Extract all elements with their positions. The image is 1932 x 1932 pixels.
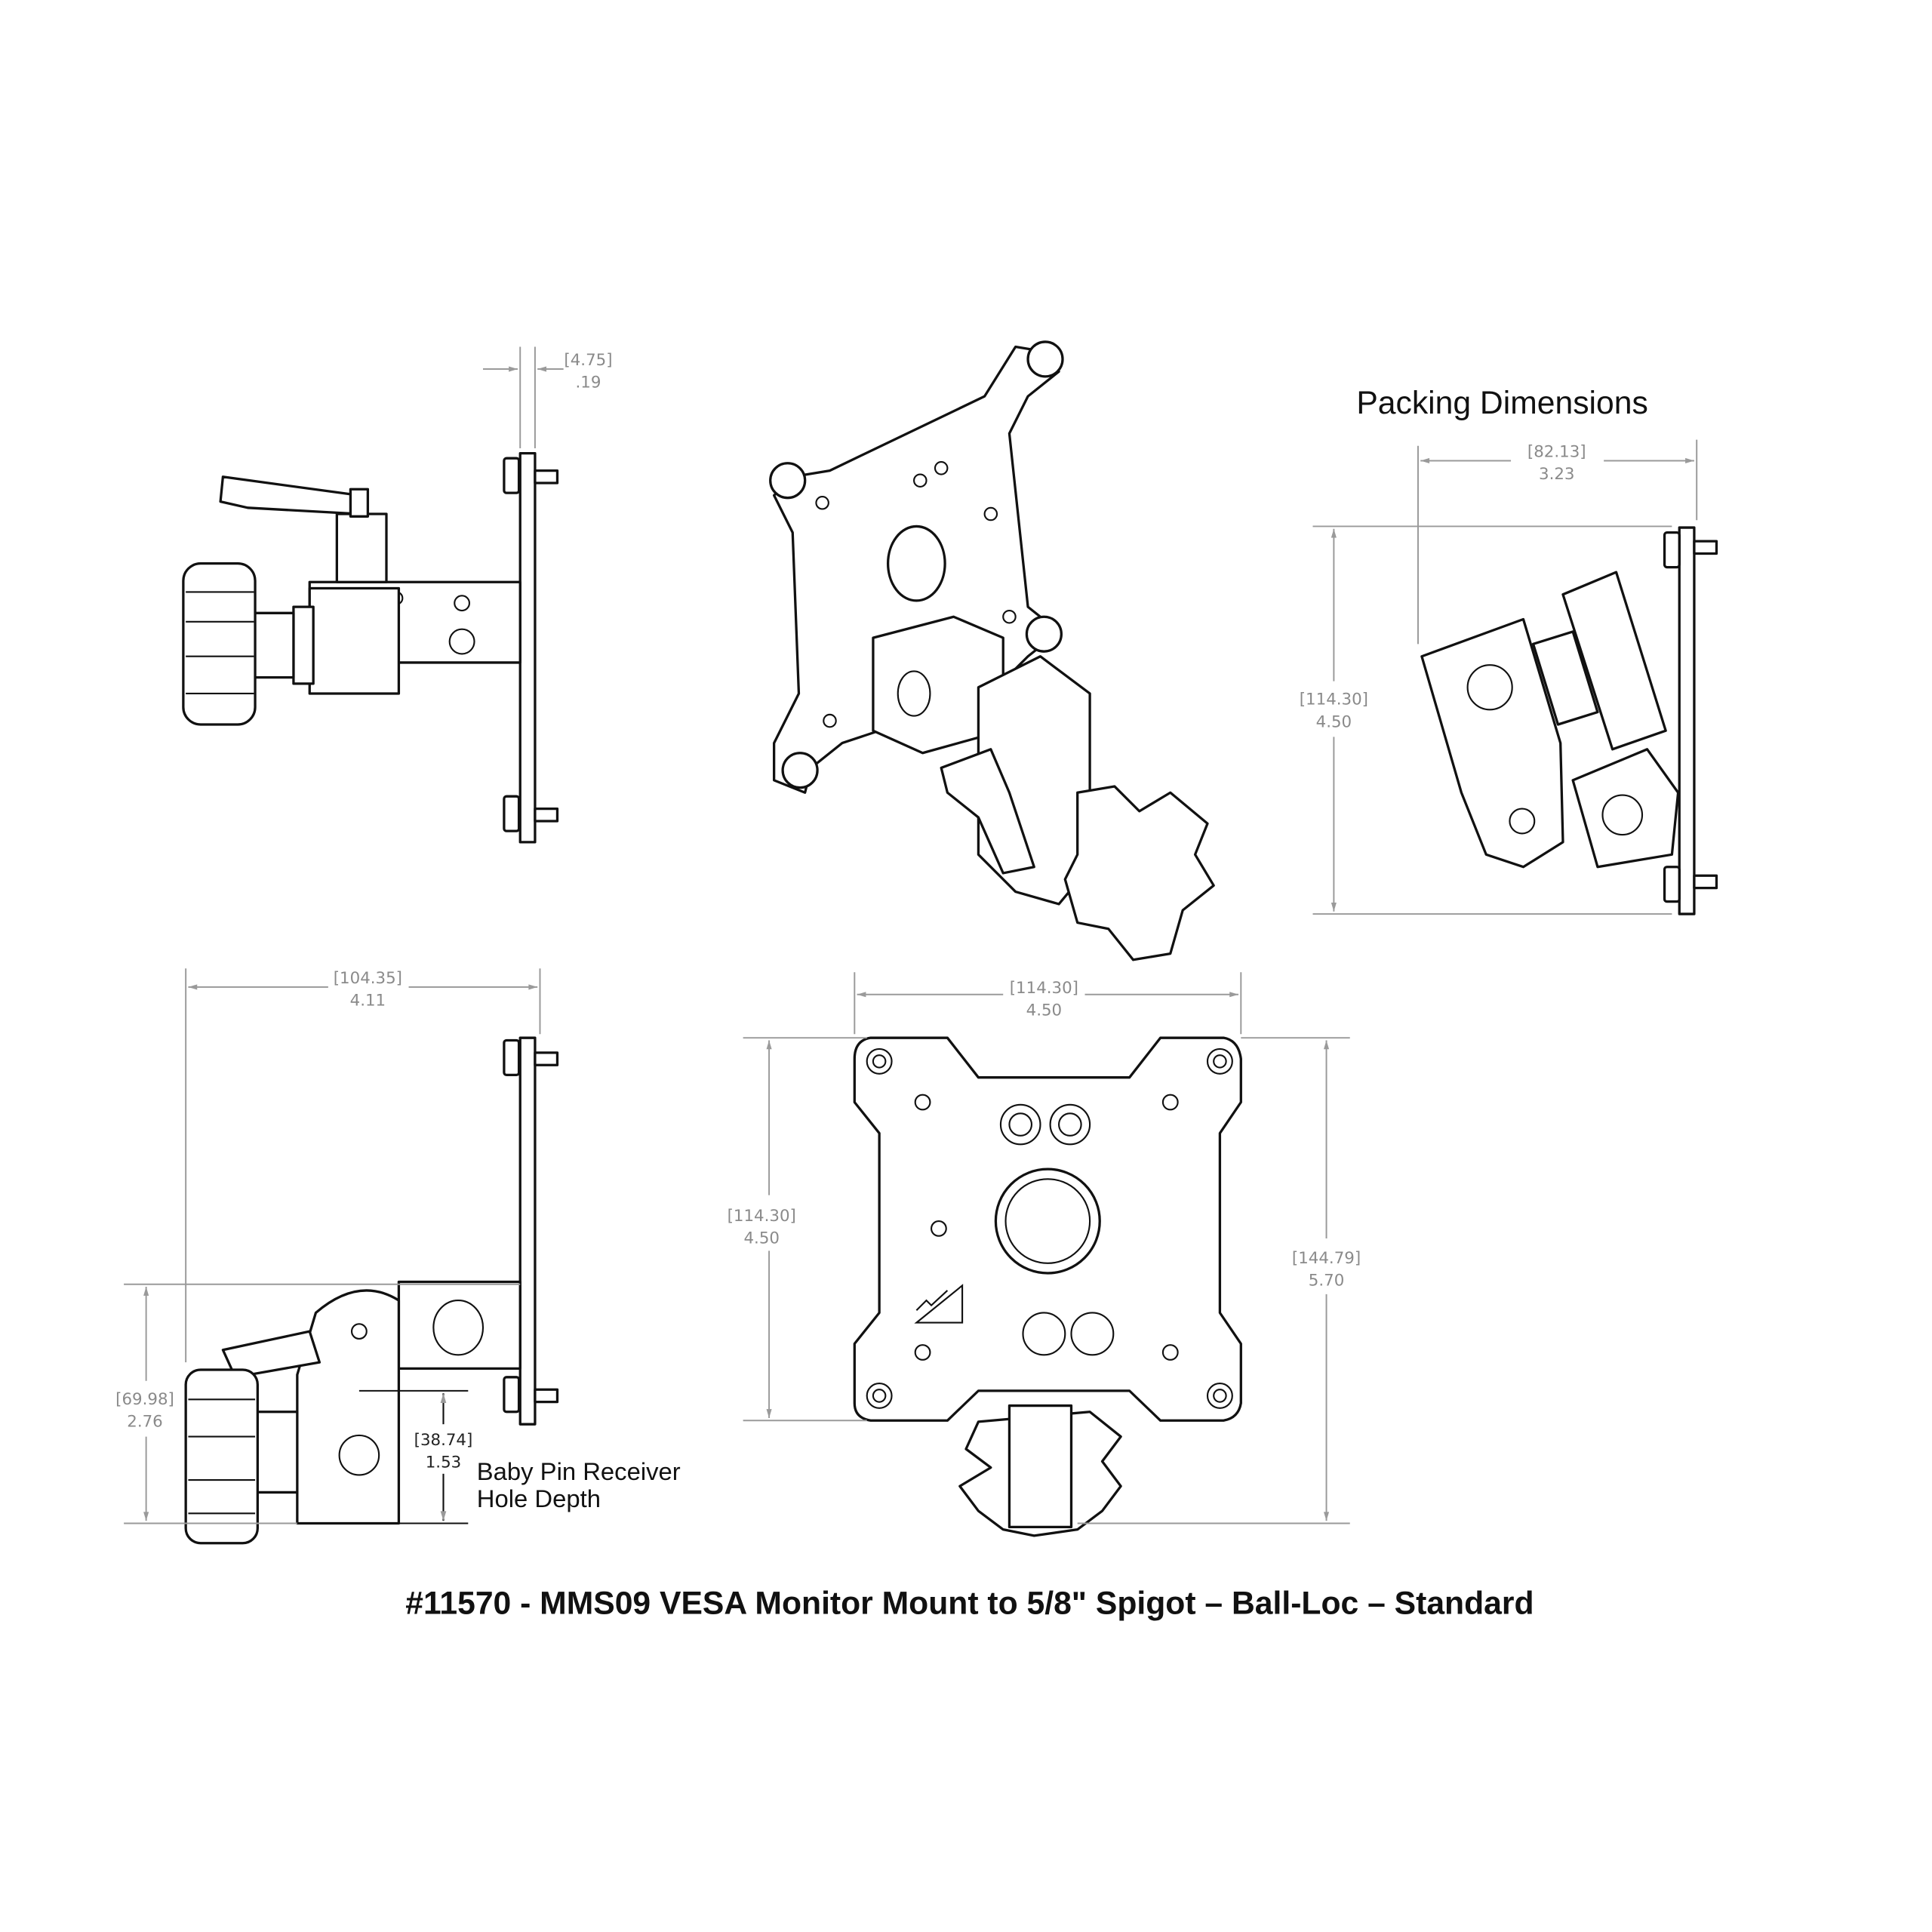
side-view-top: [4.75] .19: [182, 346, 613, 844]
depth-in: 4.11: [350, 992, 386, 1011]
side-view-bottom: [104.35] 4.11 [69.98] 2.76 [38.74] 1.53 …: [115, 968, 681, 1545]
plate-thickness-mm: [4.75]: [564, 351, 612, 370]
note-line1: Baby Pin Receiver: [477, 1457, 681, 1485]
isometric-view: [769, 340, 1215, 961]
packing-view: Packing Dimensions [82.13] 3.23 [114.30]…: [1300, 385, 1718, 915]
pin-depth-mm: [38.74]: [414, 1431, 473, 1450]
height-in: 2.76: [127, 1412, 163, 1431]
drawing-title: #11570 - MMS09 VESA Monitor Mount to 5/8…: [405, 1585, 1534, 1621]
logo-icon: [914, 1284, 964, 1324]
front-width-mm: [114.30]: [1010, 979, 1078, 998]
depth-mm: [104.35]: [334, 969, 402, 988]
packing-width-mm: [82.13]: [1527, 443, 1586, 462]
hole-spacing-mm: [114.30]: [728, 1207, 796, 1226]
total-height-mm: [144.79]: [1292, 1249, 1361, 1268]
height-mm: [69.98]: [115, 1390, 174, 1409]
packing-width-in: 3.23: [1539, 465, 1575, 484]
packing-height-in: 4.50: [1316, 712, 1352, 731]
packing-height-mm: [114.30]: [1300, 691, 1368, 709]
front-view: [114.30] 4.50 [114.30] 4.50 [144.79] 5.7…: [728, 972, 1361, 1537]
front-width-in: 4.50: [1026, 1001, 1063, 1020]
total-height-in: 5.70: [1309, 1271, 1345, 1290]
note-line2: Hole Depth: [477, 1484, 601, 1512]
hole-spacing-in: 4.50: [743, 1229, 779, 1248]
packing-heading: Packing Dimensions: [1356, 385, 1647, 421]
pin-depth-in: 1.53: [426, 1454, 462, 1472]
plate-thickness-in: .19: [576, 374, 601, 392]
